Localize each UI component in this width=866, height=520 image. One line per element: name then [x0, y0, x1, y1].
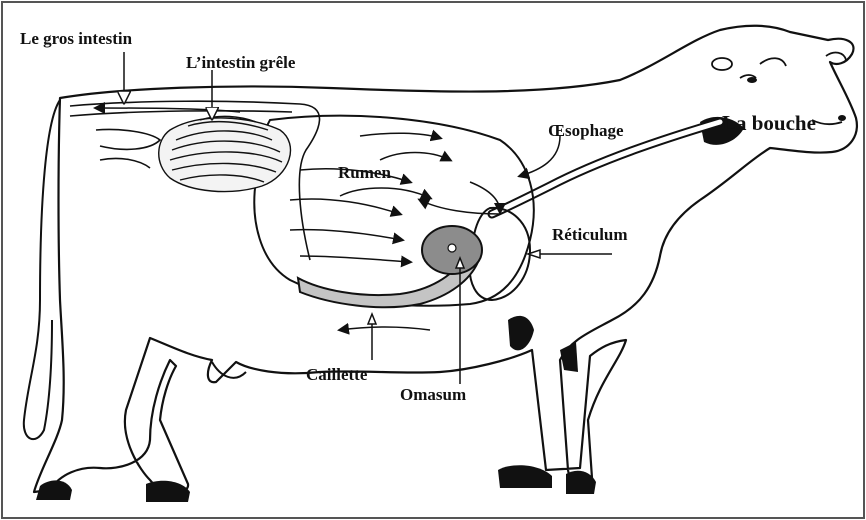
- small-intestine: [159, 116, 291, 191]
- label-rumen: Rumen: [338, 163, 391, 182]
- label-gros-intestin: Le gros intestin: [20, 29, 133, 48]
- label-la-bouche: La bouche: [722, 111, 816, 135]
- hooves: [36, 465, 596, 502]
- omasum-opening: [448, 244, 456, 252]
- label-reticulum: Réticulum: [552, 225, 628, 244]
- label-caillette: Caillette: [306, 365, 368, 384]
- tail: [24, 100, 60, 439]
- label-intestin-grele: L’intestin grêle: [186, 53, 296, 72]
- label-oesophage: Œsophage: [548, 121, 624, 140]
- eye-icon: [747, 77, 757, 83]
- nostril-icon: [838, 115, 846, 121]
- label-omasum: Omasum: [400, 385, 466, 404]
